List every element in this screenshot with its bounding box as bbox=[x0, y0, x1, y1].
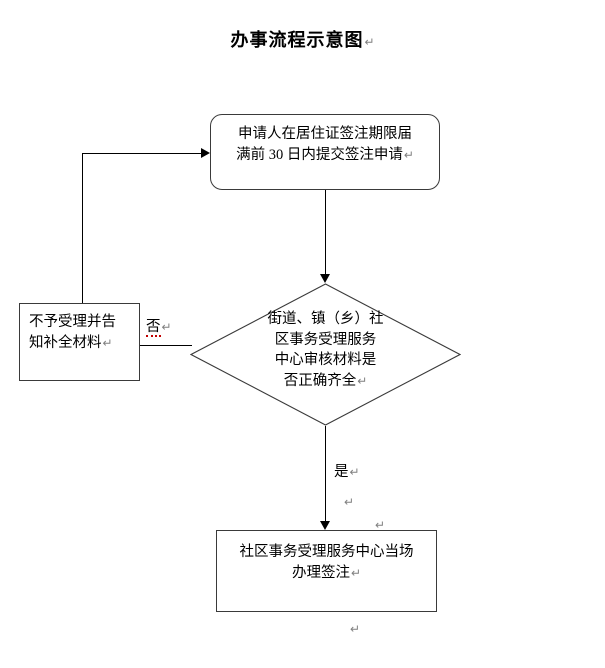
diamond-shape-icon bbox=[190, 283, 461, 426]
flow-node-decision-line-1: 街道、镇（乡）社 bbox=[267, 311, 384, 327]
paragraph-mark: ↵ bbox=[375, 518, 386, 532]
paragraph-mark: ↵ bbox=[349, 465, 360, 479]
paragraph-mark: ↵ bbox=[350, 622, 361, 636]
connector-start-to-decision bbox=[325, 190, 326, 274]
flow-node-reject-text: 不予受理并告 知补全材料↵ bbox=[20, 304, 139, 354]
edge-label-yes: 是↵ bbox=[334, 460, 360, 481]
flow-node-handle-line-2: 办理签注 bbox=[291, 565, 350, 582]
flow-node-reject-line-1: 不予受理并告 bbox=[29, 314, 116, 330]
flow-node-decision-text: 街道、镇（乡）社 区事务受理服务 中心审核材料是 否正确齐全↵ bbox=[190, 309, 461, 391]
paragraph-mark: ↵ bbox=[403, 148, 414, 163]
paragraph-mark: ↵ bbox=[344, 495, 355, 509]
flow-node-decision[interactable]: 街道、镇（乡）社 区事务受理服务 中心审核材料是 否正确齐全↵ bbox=[190, 283, 461, 426]
flow-node-reject-line-2: 知补全材料 bbox=[29, 335, 102, 352]
flow-node-decision-line-4: 否正确齐全 bbox=[283, 372, 357, 389]
paragraph-mark: ↵ bbox=[350, 566, 362, 581]
flow-node-start-line-1: 申请人在居住证签注期限届 bbox=[238, 126, 412, 142]
flow-node-handle-line-1: 社区事务受理服务中心当场 bbox=[239, 544, 414, 560]
arrowhead-into-handle bbox=[320, 521, 330, 530]
connector-decision-to-reject bbox=[140, 345, 192, 346]
flow-node-start[interactable]: 申请人在居住证签注期限届 满前 30 日内提交签注申请↵ bbox=[210, 114, 440, 190]
edge-label-no-text: 否 bbox=[146, 319, 161, 337]
paragraph-mark: ↵ bbox=[357, 373, 368, 388]
flow-node-handle[interactable]: 社区事务受理服务中心当场 办理签注↵ bbox=[216, 530, 437, 612]
edge-label-yes-text: 是 bbox=[334, 464, 349, 480]
connector-reject-up bbox=[82, 153, 83, 303]
flow-node-start-text: 申请人在居住证签注期限届 满前 30 日内提交签注申请↵ bbox=[211, 115, 439, 166]
arrowhead-into-start bbox=[201, 148, 210, 158]
flow-node-reject[interactable]: 不予受理并告 知补全材料↵ bbox=[19, 303, 140, 381]
flow-node-decision-line-3: 中心审核材料是 bbox=[274, 352, 377, 369]
connector-reject-to-start bbox=[82, 153, 201, 154]
edge-label-no: 否↵ bbox=[146, 315, 172, 337]
page-title: 办事流程示意图↵ bbox=[0, 26, 605, 52]
flow-node-decision-line-2: 区事务受理服务 bbox=[274, 331, 377, 348]
paragraph-mark: ↵ bbox=[102, 336, 113, 351]
paragraph-mark: ↵ bbox=[161, 320, 172, 334]
arrowhead-into-decision bbox=[320, 274, 330, 283]
page-title-text: 办事流程示意图 bbox=[230, 30, 364, 50]
connector-decision-to-handle bbox=[325, 426, 326, 521]
flow-node-handle-text: 社区事务受理服务中心当场 办理签注↵ bbox=[217, 531, 436, 584]
paragraph-mark: ↵ bbox=[364, 35, 375, 49]
flow-node-start-line-2: 满前 30 日内提交签注申请 bbox=[236, 147, 403, 164]
